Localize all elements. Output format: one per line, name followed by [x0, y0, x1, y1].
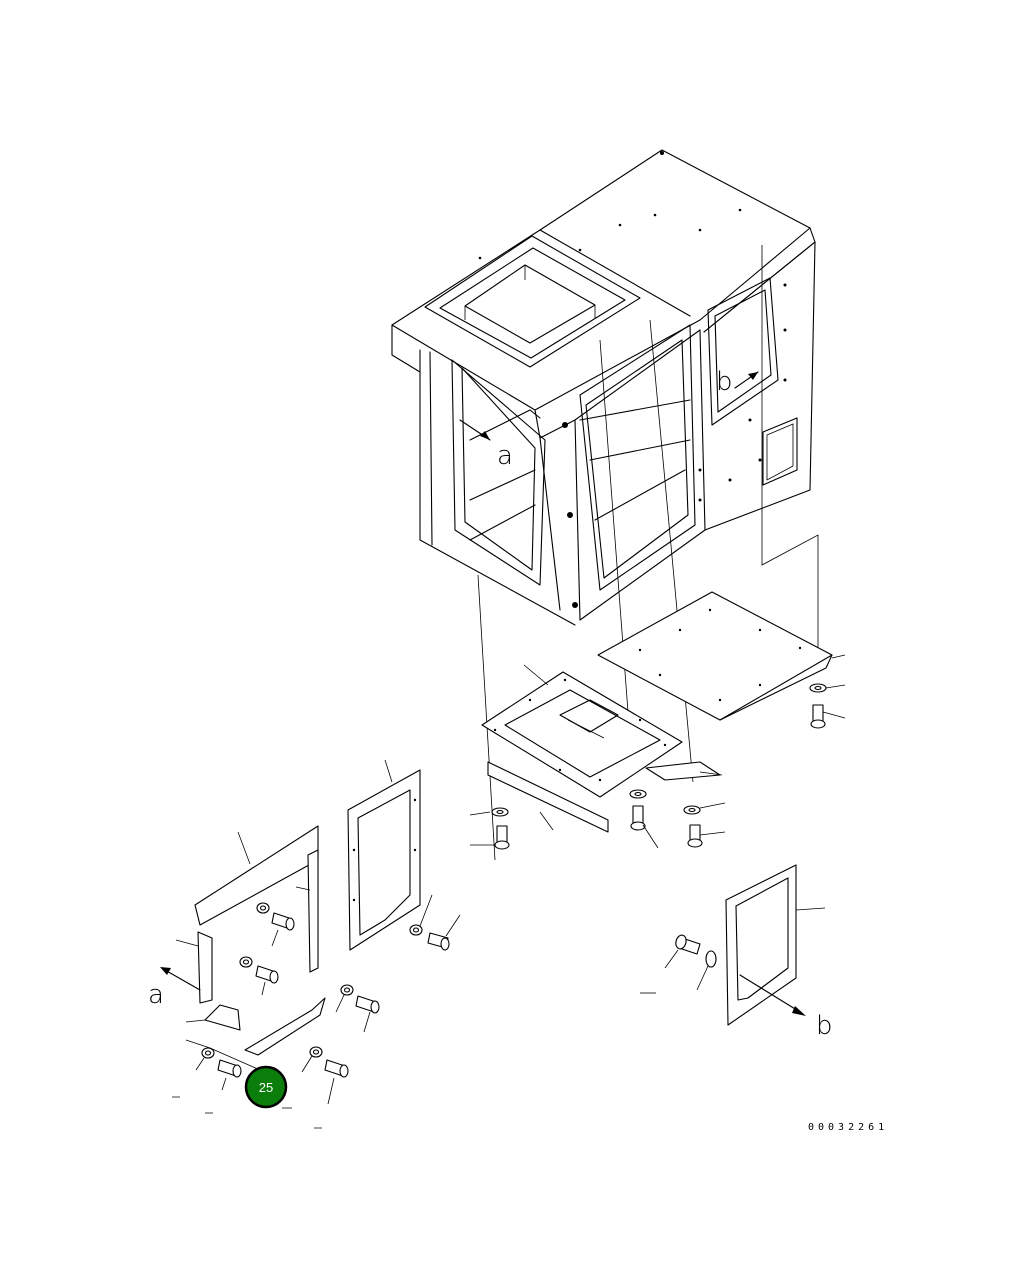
view-label-b-top: b	[716, 367, 733, 397]
callout-25-label: 25	[259, 1080, 273, 1095]
side-panel-b	[640, 864, 826, 1026]
cab-assembly	[391, 149, 816, 626]
callout-25-hotspot[interactable]: 25	[244, 1065, 288, 1109]
side-panel-a-window	[347, 759, 461, 951]
side-panel-a-lower	[160, 825, 380, 1129]
view-label-a-top: a	[497, 441, 513, 471]
drawing-number: 00032261	[808, 1122, 888, 1133]
view-label-a-bottom: a	[148, 980, 164, 1010]
floor-plate-front	[469, 664, 726, 850]
floor-plate-rear	[597, 591, 846, 729]
view-label-b-bottom: b	[816, 1011, 833, 1041]
